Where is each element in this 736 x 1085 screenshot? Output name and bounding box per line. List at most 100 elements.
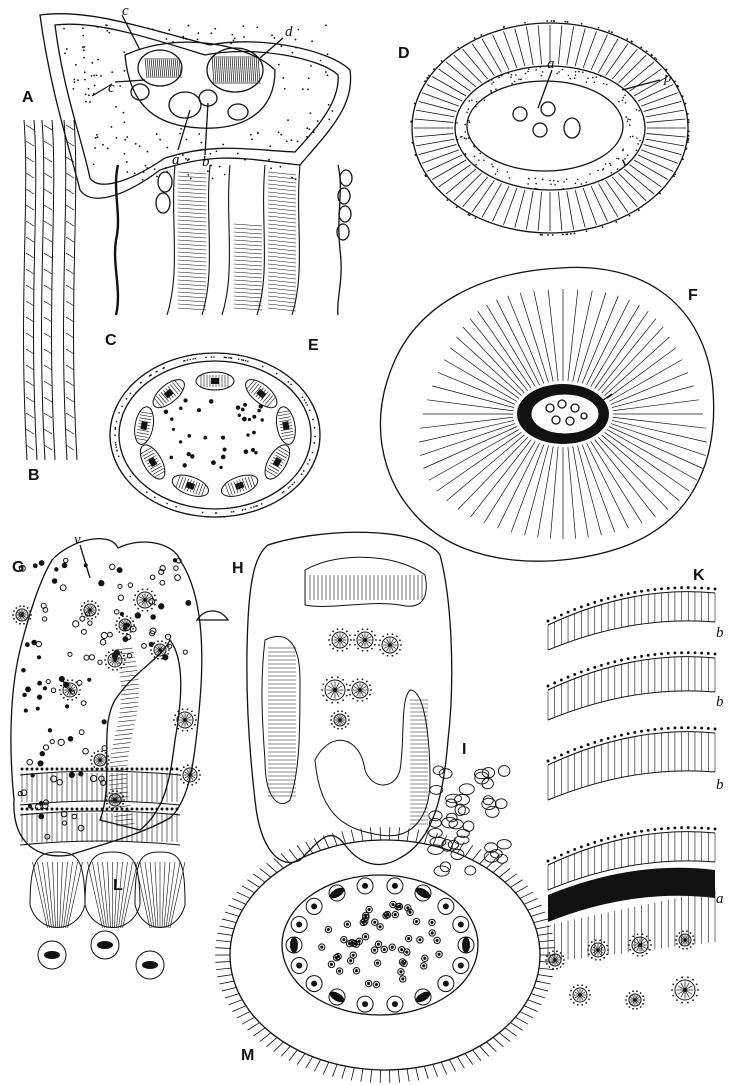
band-dot	[96, 808, 98, 810]
band-dot	[166, 808, 168, 810]
stipple-dot	[244, 159, 246, 161]
arc-dot	[554, 682, 556, 684]
band-dot	[121, 768, 123, 770]
rosette-dot	[326, 699, 328, 701]
arc-dot	[614, 736, 616, 738]
rosette-dot	[195, 782, 197, 784]
rosette-dot	[29, 618, 31, 620]
stipple-dot	[461, 136, 463, 138]
stipple-dot	[636, 137, 638, 139]
figure-i: I	[428, 741, 512, 876]
hatch-line	[252, 56, 254, 84]
stipple-dot	[268, 159, 270, 161]
cell-cross-wall	[66, 173, 74, 178]
stipple-dot	[205, 357, 207, 359]
hair	[247, 880, 259, 888]
tracheid-bar	[268, 208, 296, 211]
stipple-dot	[424, 174, 426, 176]
rosette-dot	[599, 939, 601, 941]
rosette-dot	[636, 990, 638, 992]
band-dot	[146, 768, 148, 770]
cell	[51, 688, 55, 692]
stipple-dot	[514, 81, 516, 83]
cell	[459, 784, 474, 795]
figure-m-hairs	[215, 827, 555, 1083]
radial-ray	[454, 173, 482, 201]
bundle-hatch	[228, 484, 232, 495]
stipple-dot	[309, 459, 311, 461]
rosette-dot	[587, 949, 589, 951]
arc-dot	[714, 828, 716, 830]
fan-line	[60, 862, 63, 928]
rosette-center	[333, 688, 337, 692]
stipple-dot	[221, 436, 225, 440]
rosette-dot	[60, 685, 62, 687]
hair	[219, 981, 234, 984]
fan-line	[145, 862, 154, 928]
cell	[68, 652, 72, 656]
stipple-dot	[411, 142, 413, 144]
stipple-dot	[262, 366, 264, 368]
cell-cross-wall	[26, 317, 34, 322]
stipple-dot	[303, 470, 305, 472]
stipple-dot	[124, 139, 126, 141]
stipple-dot	[587, 77, 589, 79]
stipple-dot	[474, 217, 476, 219]
rosette-dot	[546, 963, 548, 965]
hair	[416, 830, 419, 843]
rosette-dot	[625, 999, 627, 1001]
tracheid-bar	[268, 268, 296, 271]
band-dot	[31, 808, 33, 810]
fan-line	[166, 862, 175, 928]
rosette-dot	[79, 689, 81, 691]
rosette-dot	[646, 935, 648, 937]
rosette-dot	[362, 678, 364, 680]
stipple-dot	[146, 491, 148, 493]
stipple-dot	[282, 492, 284, 494]
bundle-hatch	[156, 396, 164, 405]
stipple-dot	[68, 736, 74, 742]
figure-h-label: H	[232, 560, 244, 577]
rosette-dot	[676, 999, 678, 1001]
arc-dot	[547, 685, 549, 687]
stipple-dot	[159, 139, 161, 141]
rosette-dot	[349, 634, 351, 636]
radial-ray	[415, 134, 454, 137]
bundle-hatch	[196, 483, 200, 494]
band-dot	[96, 768, 98, 770]
cell-cross-wall	[26, 157, 34, 162]
cell-cross-wall	[44, 349, 52, 354]
stipple-dot	[441, 60, 443, 62]
cell	[41, 603, 46, 608]
rosette-dot	[560, 966, 562, 968]
rosette-dot	[629, 939, 631, 941]
arc-dot	[708, 828, 710, 830]
arc-dot	[601, 840, 603, 842]
hair	[534, 987, 548, 991]
stipple-dot	[234, 37, 236, 39]
tracheid-bar	[268, 216, 296, 219]
tracheid-bar	[178, 184, 206, 186]
inner-cell-dot	[343, 939, 345, 941]
hatch-line	[149, 58, 151, 78]
stipple-dot	[608, 30, 610, 32]
stipple-dot	[180, 128, 182, 130]
stipple-dot	[22, 693, 26, 697]
stipple-dot	[640, 46, 642, 48]
rosette-dot	[678, 932, 680, 934]
hair	[515, 886, 528, 893]
tracheid-bar	[234, 224, 262, 226]
stipple-dot	[624, 158, 626, 160]
stipple-dot	[651, 54, 653, 56]
rosette-dot	[331, 723, 333, 725]
stipple-dot	[222, 447, 226, 451]
stipple-dot	[622, 150, 624, 152]
arc-dot	[667, 727, 669, 729]
stipple-dot	[123, 121, 125, 123]
stipple-dot	[211, 460, 216, 465]
bundle-core	[282, 421, 289, 430]
stipple-dot	[25, 686, 31, 692]
rosette-dot	[371, 630, 373, 632]
tracheid-bar	[268, 248, 296, 251]
